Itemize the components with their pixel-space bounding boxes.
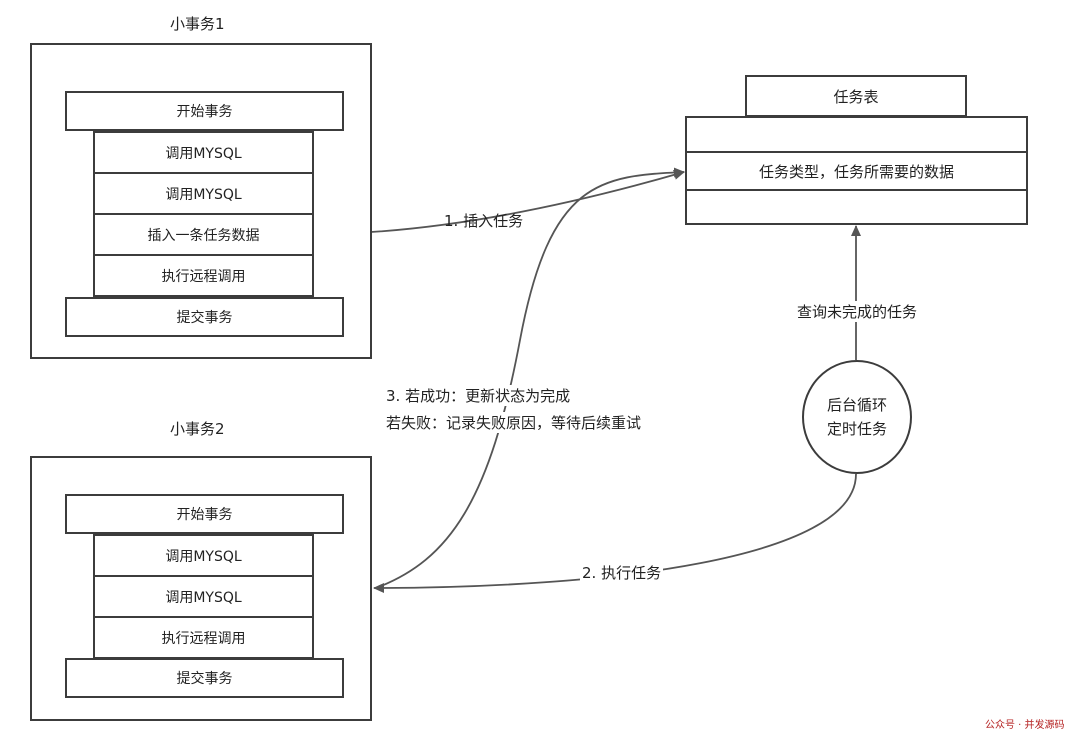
task-table-empty-row <box>685 189 1028 225</box>
arrow-result-update <box>375 167 685 589</box>
transaction2-title: 小事务2 <box>170 420 225 438</box>
transaction1-insert-task: 插入一条任务数据 <box>93 213 314 256</box>
transaction1-title: 小事务1 <box>170 15 225 33</box>
transaction1-remote-call: 执行远程调用 <box>93 254 314 297</box>
transaction2-call-mysql-2: 调用MYSQL <box>93 575 314 618</box>
scheduler-line1: 后台循环 <box>826 396 887 414</box>
transaction1-commit: 提交事务 <box>65 297 344 337</box>
transaction2-remote-call: 执行远程调用 <box>93 616 314 659</box>
scheduler-node: 后台循环 定时任务 <box>802 360 912 474</box>
arrow-execute-task <box>373 473 857 593</box>
transaction2-begin: 开始事务 <box>65 494 344 534</box>
task-table-data-row: 任务类型，任务所需要的数据 <box>685 151 1028 191</box>
scheduler-line2: 定时任务 <box>826 420 887 438</box>
transaction1-call-mysql-2: 调用MYSQL <box>93 172 314 215</box>
transaction1-call-mysql-1: 调用MYSQL <box>93 131 314 174</box>
transaction2-call-mysql-1: 调用MYSQL <box>93 534 314 577</box>
edge-label-execute-task: 2. 执行任务 <box>580 562 664 583</box>
task-table-header-row <box>685 116 1028 153</box>
edge-label-insert-task: 1. 插入任务 <box>444 212 524 230</box>
edge-label-query-unfinished: 查询未完成的任务 <box>795 301 920 322</box>
task-table-title: 任务表 <box>745 75 967 117</box>
transaction1-begin: 开始事务 <box>65 91 344 131</box>
edge-label-result-success: 3. 若成功：更新状态为完成 <box>384 385 573 406</box>
watermark: 公众号 · 并发源码 <box>985 720 1065 731</box>
edge-label-result-fail: 若失败：记录失败原因，等待后续重试 <box>384 412 644 433</box>
transaction2-commit: 提交事务 <box>65 658 344 698</box>
